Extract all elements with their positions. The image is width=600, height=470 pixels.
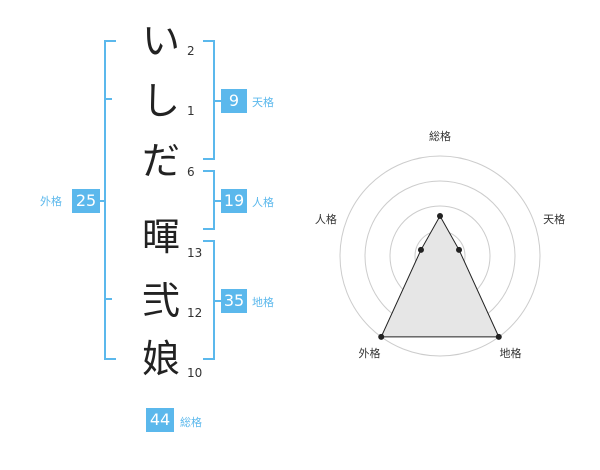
stroke-count-2: 1: [187, 104, 195, 118]
radar-polygon: [380, 214, 500, 338]
radar-axis-label-2: 地格: [500, 346, 522, 360]
jinkaku-label: 人格: [252, 196, 274, 209]
name-char-6: 娘: [141, 337, 180, 381]
tenkaku-label: 天格: [252, 96, 274, 109]
radar-ring-4: [339, 155, 541, 357]
radar-axis-label-0: 総格: [429, 129, 451, 143]
name-char-4: 暉: [141, 215, 180, 259]
stroke-count-4: 13: [187, 246, 203, 260]
gaikaku-label: 外格: [40, 195, 62, 208]
soukaku-label: 総格: [180, 416, 202, 429]
radar-point-2: [495, 333, 502, 340]
radar-axis-label-1: 天格: [543, 212, 565, 226]
tenkaku-badge: 9: [221, 89, 247, 113]
stroke-count-6: 10: [187, 366, 203, 380]
chikaku-badge: 35: [221, 289, 247, 313]
name-char-5: 弐: [141, 279, 180, 323]
radar-point-4: [417, 246, 424, 253]
radar-points: [378, 213, 502, 340]
jinkaku-badge: 19: [221, 189, 247, 213]
name-char-3: だ: [141, 139, 180, 183]
radar-point-0: [437, 213, 443, 219]
radar-axis-label-3: 外格: [358, 346, 380, 360]
radar-point-3: [378, 333, 385, 340]
radar-axis-label-4: 人格: [315, 212, 337, 226]
stroke-count-5: 12: [187, 306, 203, 320]
name-char-2: し: [141, 79, 180, 123]
name-char-1: い: [141, 19, 180, 63]
stroke-count-3: 6: [187, 165, 195, 179]
gaikaku-badge: 25: [72, 189, 100, 213]
soukaku-badge: 44: [146, 408, 174, 432]
radar-point-1: [456, 246, 463, 253]
chikaku-label: 地格: [252, 296, 274, 309]
stroke-count-1: 2: [187, 44, 195, 58]
